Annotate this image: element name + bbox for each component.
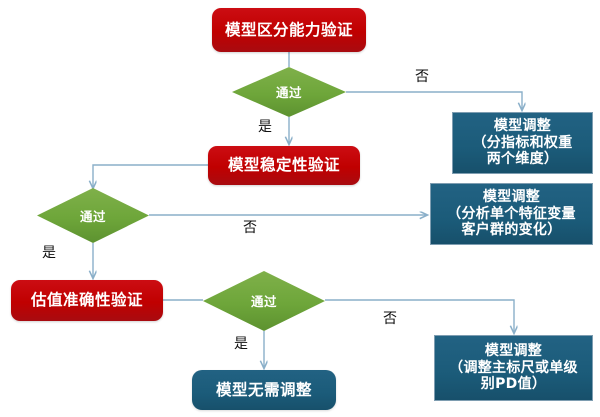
wire-decision1-no — [346, 91, 522, 110]
node-label: 模型区分能力验证 — [224, 20, 353, 39]
node-label: 模型调整 （分析单个特征变量 客户群的变化） — [447, 189, 576, 239]
node-model-discrimination-validation[interactable]: 模型区分能力验证 — [212, 8, 366, 52]
edge-label-yes-2: 是 — [42, 245, 56, 261]
decision-accuracy-pass[interactable]: 通过 — [203, 271, 325, 331]
node-valuation-accuracy-validation[interactable]: 估值准确性验证 — [11, 280, 163, 321]
edge-label-no-2: 否 — [243, 220, 257, 236]
edge-label-yes-1: 是 — [258, 119, 272, 135]
wire-decision3-no — [325, 299, 514, 333]
node-model-stability-validation[interactable]: 模型稳定性验证 — [208, 146, 360, 185]
diamond-shape — [37, 188, 149, 243]
node-label: 模型无需调整 — [215, 380, 312, 399]
edge-label-no-3: 否 — [383, 311, 397, 327]
node-label: 模型调整 （分指标和权重 两个维度） — [472, 118, 573, 168]
node-label: 模型调整 （调整主标尺或单级 别PD值） — [449, 343, 578, 393]
decision-stability-pass[interactable]: 通过 — [37, 188, 149, 243]
node-model-adjust-masterscale-pd[interactable]: 模型调整 （调整主标尺或单级 别PD值） — [434, 335, 593, 401]
wire-stability-to-decision2 — [93, 164, 208, 188]
diamond-shape — [232, 67, 346, 117]
edge-label-yes-3: 是 — [234, 336, 248, 352]
node-model-no-adjustment-needed[interactable]: 模型无需调整 — [192, 370, 336, 410]
diamond-shape — [203, 271, 325, 331]
decision-discrimination-pass[interactable]: 通过 — [232, 67, 346, 117]
node-model-adjust-feature-variable[interactable]: 模型调整 （分析单个特征变量 客户群的变化） — [430, 183, 593, 245]
node-label: 估值准确性验证 — [30, 291, 143, 310]
node-model-adjust-indicators-weights[interactable]: 模型调整 （分指标和权重 两个维度） — [452, 112, 593, 174]
node-label: 模型稳定性验证 — [227, 156, 340, 175]
edge-label-no-1: 否 — [415, 69, 429, 85]
